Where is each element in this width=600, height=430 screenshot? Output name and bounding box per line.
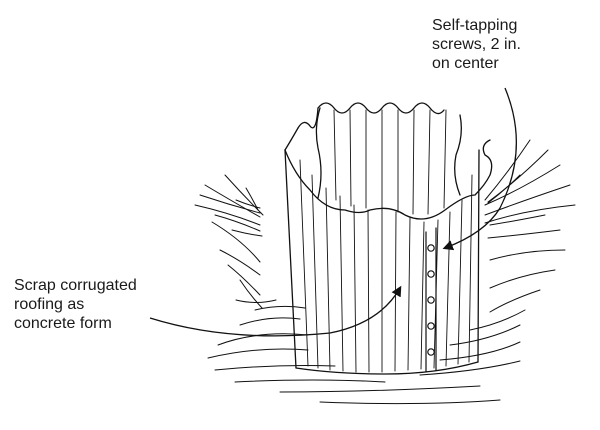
screw (427, 348, 435, 356)
screw (427, 270, 435, 278)
screw (427, 296, 435, 304)
overlap-seam (425, 227, 437, 373)
screw-row (427, 244, 435, 356)
screw (427, 322, 435, 330)
form-leader-line (149, 285, 402, 337)
form-callout-label: Scrap corrugated roofing as concrete for… (14, 277, 137, 332)
corrugation-lines (299, 109, 473, 373)
ground-grass (194, 139, 576, 405)
screw (427, 244, 435, 252)
screws-leader-line (442, 87, 517, 251)
screws-callout-label: Self-tapping screws, 2 in. on center (432, 17, 521, 72)
